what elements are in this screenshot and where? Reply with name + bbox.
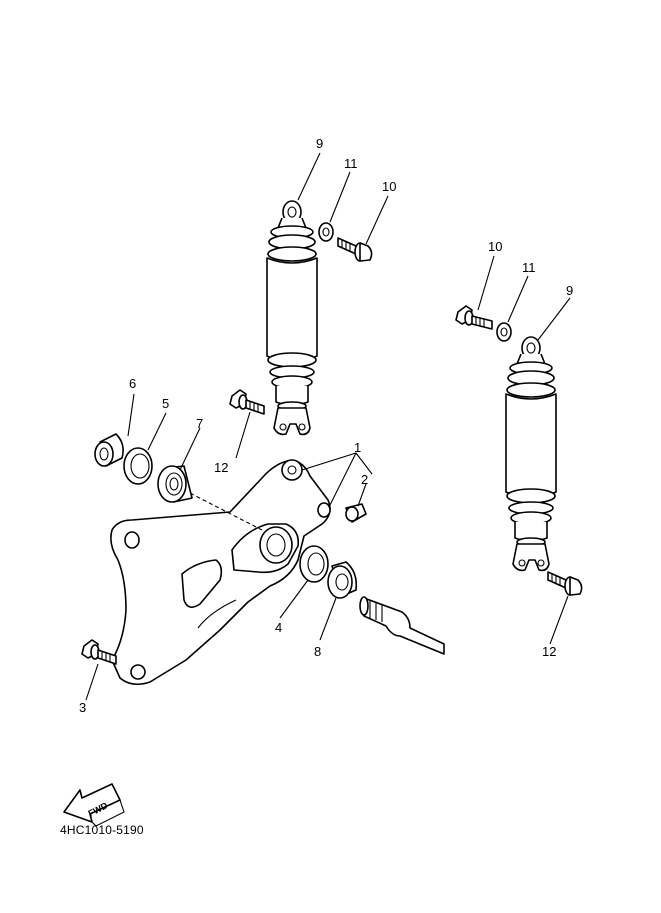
callout-10-right: 10 [488, 239, 502, 254]
right-bolt-10 [455, 305, 493, 330]
callout-6: 6 [129, 376, 136, 391]
bolt-3 [81, 639, 117, 665]
callout-9-right: 9 [566, 283, 573, 298]
left-shock-absorber [266, 200, 318, 436]
collar-8 [327, 561, 358, 599]
callout-9-left: 9 [316, 136, 323, 151]
right-washer-11 [496, 322, 512, 342]
callout-12-left: 12 [214, 460, 228, 475]
leader-lines [85, 152, 571, 701]
callout-2: 2 [361, 472, 368, 487]
callouts: 9 11 10 6 5 7 12 1 2 4 8 3 10 11 9 12 [79, 136, 573, 715]
right-bolt-12 [547, 571, 583, 596]
callout-8: 8 [314, 644, 321, 659]
spacer-6 [94, 433, 124, 467]
callout-7: 7 [196, 416, 203, 431]
callout-1: 1 [354, 440, 361, 455]
forward-arrow: FWD [63, 783, 125, 827]
right-shock-absorber [505, 336, 557, 572]
rear-arm-bracket [110, 459, 331, 686]
alignment-line [183, 489, 263, 531]
left-washer-11 [318, 222, 334, 242]
collar-2 [345, 503, 367, 523]
callout-4: 4 [275, 620, 282, 635]
diagram-code: 4HC1010-5190 [60, 823, 144, 837]
callout-11-left: 11 [344, 156, 358, 171]
oil-seal-5 [123, 447, 153, 485]
pivot-shaft [359, 596, 445, 655]
callout-12-right: 12 [542, 644, 556, 659]
callout-10-left: 10 [382, 179, 396, 194]
oil-seal-4 [299, 545, 329, 583]
left-bolt-10 [337, 237, 373, 262]
left-bolt-12 [229, 389, 265, 415]
callout-5: 5 [162, 396, 169, 411]
callout-3: 3 [79, 700, 86, 715]
callout-11-right: 11 [522, 260, 536, 275]
bearing-7 [157, 465, 193, 503]
